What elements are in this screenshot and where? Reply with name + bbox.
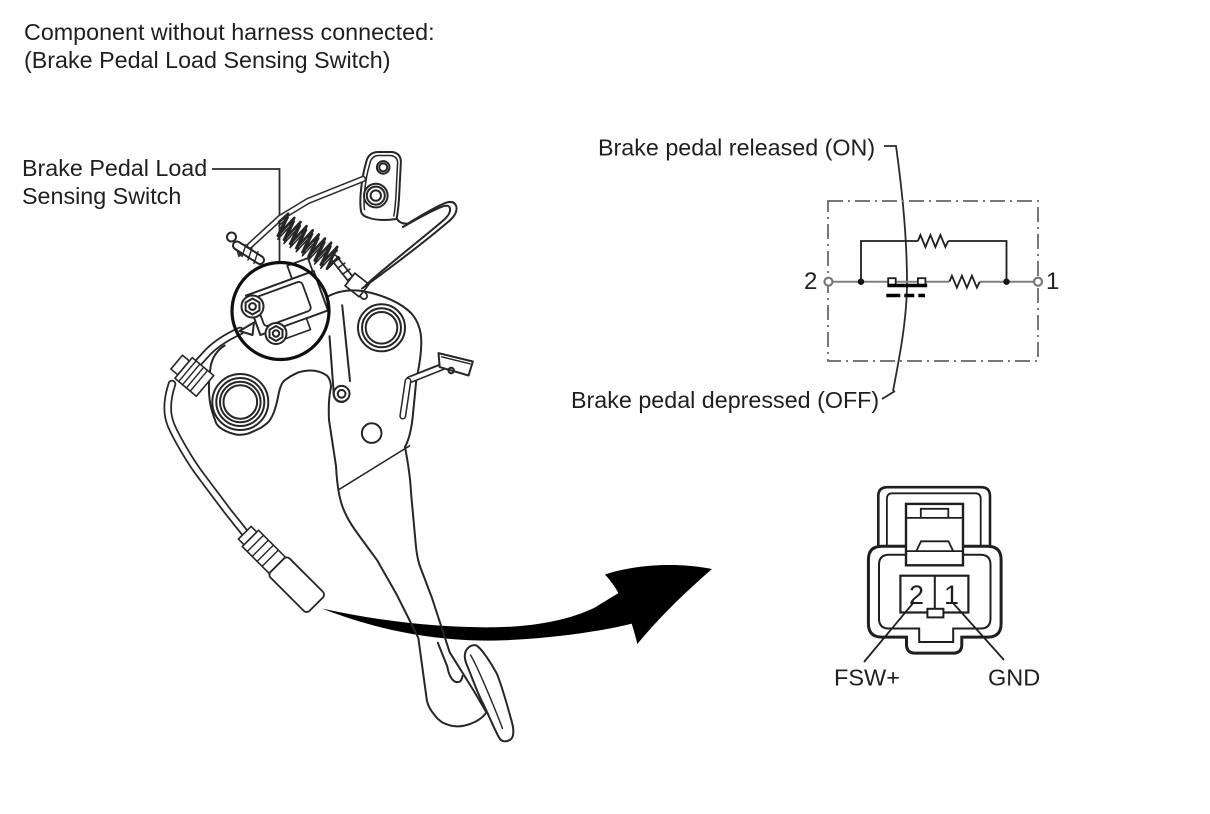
svg-text:Brake pedal released (ON): Brake pedal released (ON): [598, 135, 875, 161]
svg-text:Brake pedal depressed (OFF): Brake pedal depressed (OFF): [571, 387, 879, 413]
svg-text:GND: GND: [988, 665, 1040, 691]
svg-text:2: 2: [804, 268, 817, 295]
svg-text:(Brake Pedal Load Sensing Swit: (Brake Pedal Load Sensing Switch): [24, 47, 390, 73]
svg-text:FSW+: FSW+: [834, 665, 900, 691]
svg-text:Component without harness conn: Component without harness connected:: [24, 19, 435, 45]
svg-text:1: 1: [944, 580, 959, 610]
svg-text:Sensing Switch: Sensing Switch: [22, 183, 181, 209]
svg-text:Brake Pedal Load: Brake Pedal Load: [22, 155, 207, 181]
svg-text:1: 1: [1046, 268, 1059, 295]
